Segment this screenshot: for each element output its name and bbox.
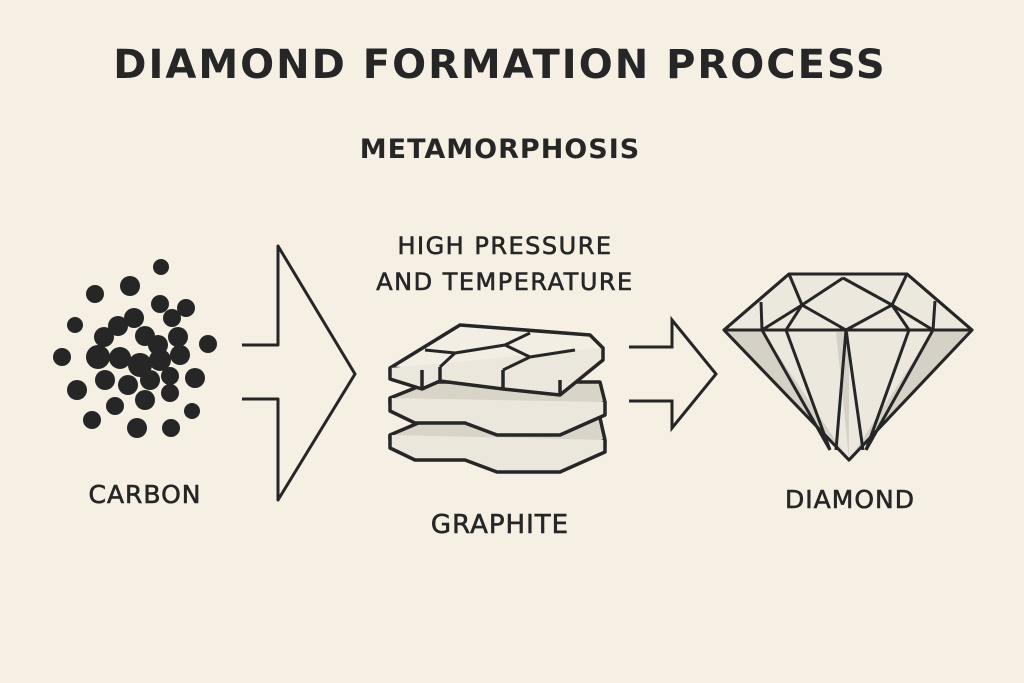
process-subtitle: METAMORPHOSIS — [359, 134, 641, 165]
small-arrow-icon — [629, 315, 718, 433]
graphite-label: GRAPHITE — [430, 510, 570, 541]
carbon-atoms-icon — [53, 259, 217, 438]
diagram-title: DIAMOND FORMATION PROCESS — [113, 42, 887, 88]
large-arrow-icon — [242, 244, 357, 502]
diamond-gem-icon — [722, 272, 974, 462]
condition-line-2: AND TEMPERATURE — [376, 268, 634, 297]
diamond-label: DIAMOND — [785, 485, 915, 515]
condition-line-1: HIGH PRESSURE — [397, 232, 613, 261]
condition-label: HIGH PRESSURE AND TEMPERATURE — [340, 228, 670, 300]
graphite-layers-icon — [388, 300, 607, 474]
carbon-label: CARBON — [88, 480, 202, 510]
